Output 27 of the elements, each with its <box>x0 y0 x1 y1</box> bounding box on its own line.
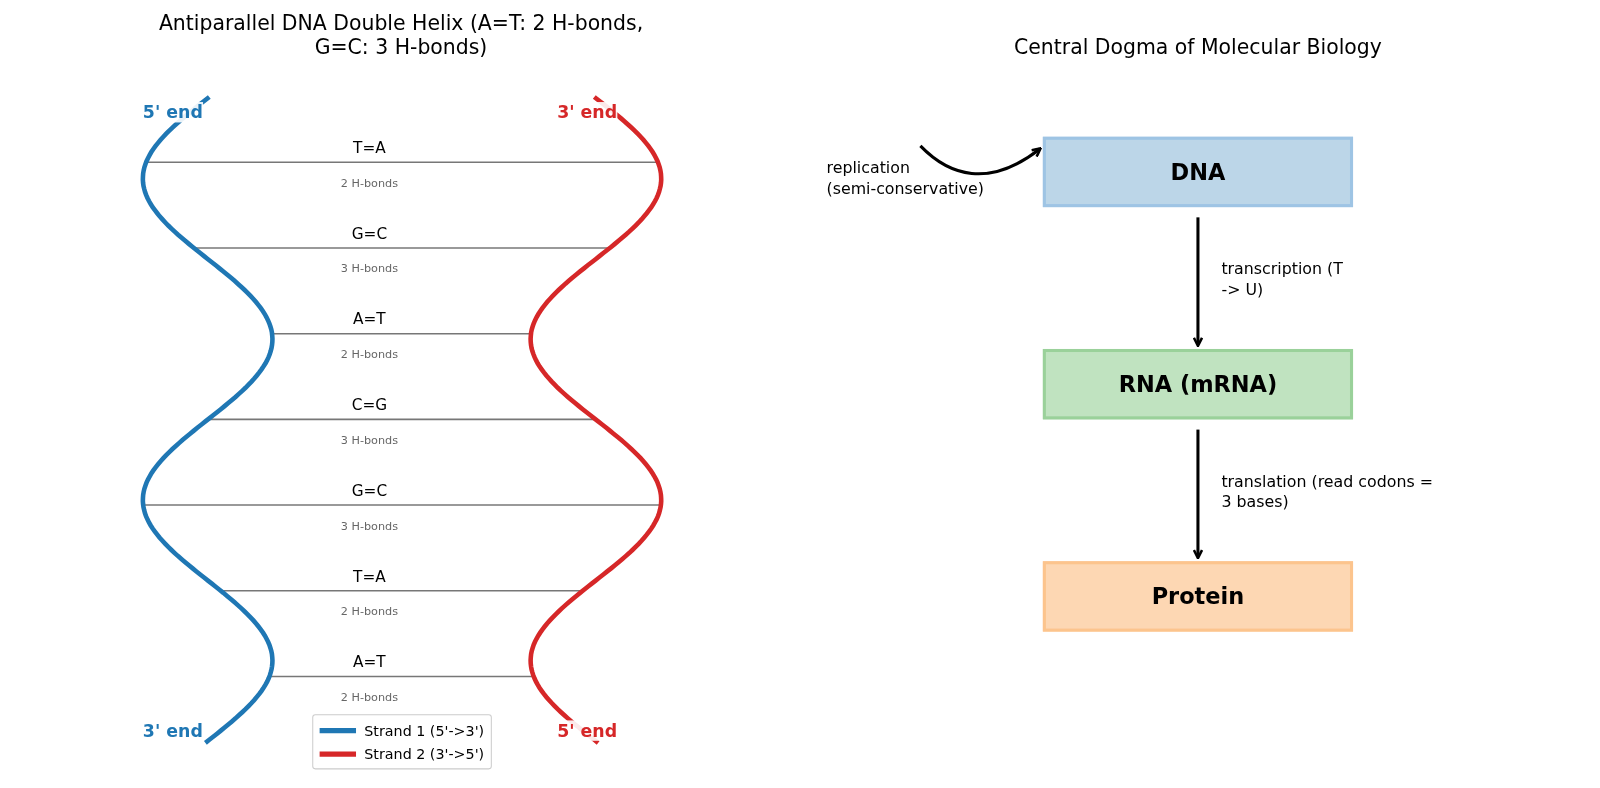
legend-label: Strand 1 (5'->3') <box>364 721 485 739</box>
base-pair-label: C=G <box>351 395 388 415</box>
arrow <box>1192 217 1204 348</box>
bond-count-label: 2 H-bonds <box>340 347 399 362</box>
base-pair-label: A=T <box>353 310 386 329</box>
panel-title: Antiparallel DNA Double Helix (A=T: 2 H-bonds, G=C: 3 H-bonds) <box>157 10 645 60</box>
process-text: replication (semi-conservative) <box>826 145 1000 199</box>
legend-label: Strand 2 (3'->5') <box>364 745 485 762</box>
arrow <box>919 144 1042 176</box>
strand-end-label: 5' end <box>557 720 618 742</box>
bond-count-label: 3 H-bonds <box>340 519 399 533</box>
base-pair-label: G=C <box>351 224 388 243</box>
base-pair-label: T=A <box>353 138 386 158</box>
arrow <box>1192 429 1204 560</box>
strand-end-label: 5' end <box>142 102 203 123</box>
bond-count-label: 2 H-bonds <box>340 690 399 705</box>
process-box: DNA <box>1042 136 1354 208</box>
bond-count-label: 2 H-bonds <box>340 605 399 619</box>
panel-title: Central Dogma of Molecular Biology <box>1013 34 1383 60</box>
process-box: Protein <box>1042 561 1354 632</box>
base-pair-label: T=A <box>353 567 386 586</box>
bond-count-label: 3 H-bonds <box>340 433 399 448</box>
base-pair-label: G=C <box>351 481 388 500</box>
bond-count-label: 2 H-bonds <box>340 176 399 190</box>
process-box: RNA (mRNA) <box>1042 349 1354 420</box>
bond-count-label: 3 H-bonds <box>340 262 399 276</box>
base-pair-label: A=T <box>353 653 386 672</box>
